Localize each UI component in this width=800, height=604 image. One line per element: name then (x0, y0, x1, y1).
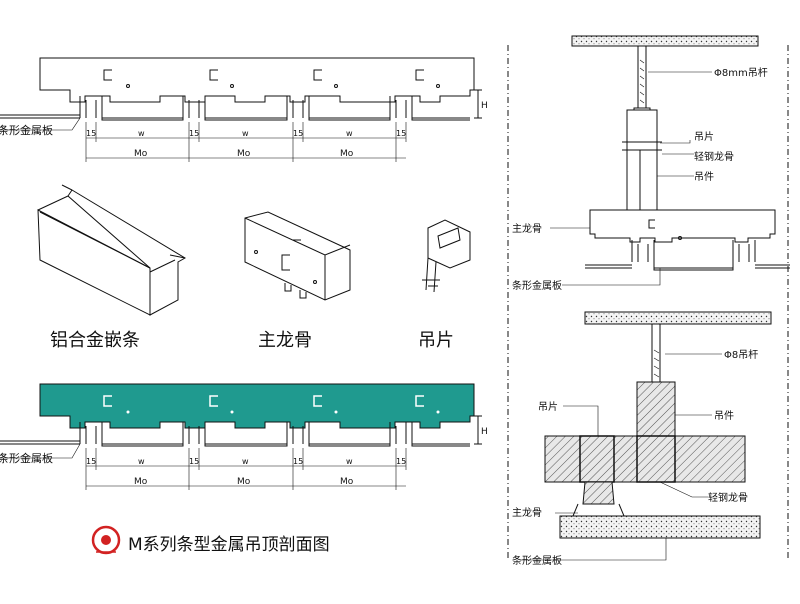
strip-plate-label-bottom: 条形金属板 (0, 451, 53, 465)
hanger-piece-label: 吊片 (418, 330, 454, 351)
strip-plate-label-top: 条形金属板 (0, 123, 53, 137)
dim-15-label: 15 (293, 457, 303, 466)
alu-strip-label: 铝合金嵌条 (50, 330, 140, 351)
main-keel-label: 主龙骨 (258, 330, 312, 351)
drawing-title: M系列条型金属吊顶剖面图 (128, 535, 330, 555)
strip-plate-label-right-bottom: 条形金属板 (512, 554, 562, 567)
dim-15-label: 15 (189, 457, 199, 466)
strip-plate-label-right-top: 条形金属板 (512, 279, 562, 292)
dim-w-label: w (138, 457, 145, 466)
dim-mo-label: Mo (340, 477, 354, 487)
bottom-right-detail (520, 311, 772, 561)
dim-w-label: w (242, 457, 249, 466)
rod-label-bottom: Φ8吊杆 (724, 349, 758, 361)
hanger-piece-label-top: 吊片 (694, 130, 714, 143)
main-keel-label-bottom: 主龙骨 (512, 506, 542, 519)
hanger-label-top: 吊件 (694, 171, 714, 183)
light-keel-label-bottom: 轻钢龙骨 (708, 491, 748, 504)
main-keel-iso (244, 211, 351, 301)
rod-label-top: Φ8mm吊杆 (714, 67, 768, 79)
top-section (0, 57, 482, 162)
hanger-piece-iso (422, 219, 471, 293)
company-logo (91, 525, 121, 555)
dim-w-label: w (138, 129, 145, 138)
alu-strip-iso (37, 184, 186, 316)
light-keel-label-top: 轻钢龙骨 (694, 150, 734, 163)
dim-15-label: 15 (189, 129, 199, 138)
dim-h-label: H (481, 427, 488, 437)
dim-w-label: w (242, 129, 249, 138)
dim-mo-label: Mo (237, 477, 251, 487)
dim-15-label: 15 (396, 129, 406, 138)
dim-h-label: H (481, 101, 488, 111)
dim-mo-label: Mo (340, 149, 354, 159)
top-right-detail (550, 35, 790, 286)
dim-15-label: 15 (396, 457, 406, 466)
main-keel-label-top: 主龙骨 (512, 222, 542, 235)
dim-w-label: w (346, 457, 353, 466)
dim-mo-label: Mo (134, 477, 148, 487)
hanger-piece-label-bottom: 吊片 (538, 400, 558, 413)
hanger-label-bottom: 吊件 (714, 410, 734, 422)
dim-15-label: 15 (86, 129, 96, 138)
dim-mo-label: Mo (134, 149, 148, 159)
dim-w-label: w (346, 129, 353, 138)
bottom-section (0, 383, 482, 490)
dim-15-label: 15 (293, 129, 303, 138)
dim-mo-label: Mo (237, 149, 251, 159)
dim-15-label: 15 (86, 457, 96, 466)
